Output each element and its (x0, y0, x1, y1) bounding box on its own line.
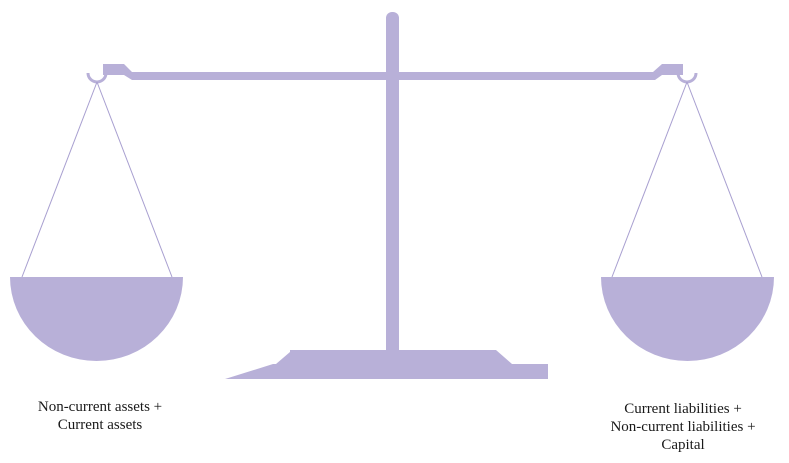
right-pan-line-2: Non-current liabilities + (578, 418, 788, 436)
left-pan (10, 277, 183, 361)
scale-base-top (276, 352, 510, 364)
left-pan-line-1: Non-current assets + (2, 398, 198, 416)
scale-post (386, 12, 399, 360)
right-pan-caption: Current liabilities + Non-current liabil… (578, 400, 788, 454)
right-string-outer (612, 82, 687, 277)
left-pan-line-2: Current assets (2, 416, 198, 434)
right-string-inner (687, 82, 762, 277)
right-pan-line-1: Current liabilities + (578, 400, 788, 418)
left-pan-caption: Non-current assets + Current assets (2, 398, 198, 434)
left-string-outer (22, 82, 97, 277)
left-string-inner (97, 82, 172, 277)
right-pan (601, 277, 774, 361)
right-pan-line-3: Capital (578, 436, 788, 454)
